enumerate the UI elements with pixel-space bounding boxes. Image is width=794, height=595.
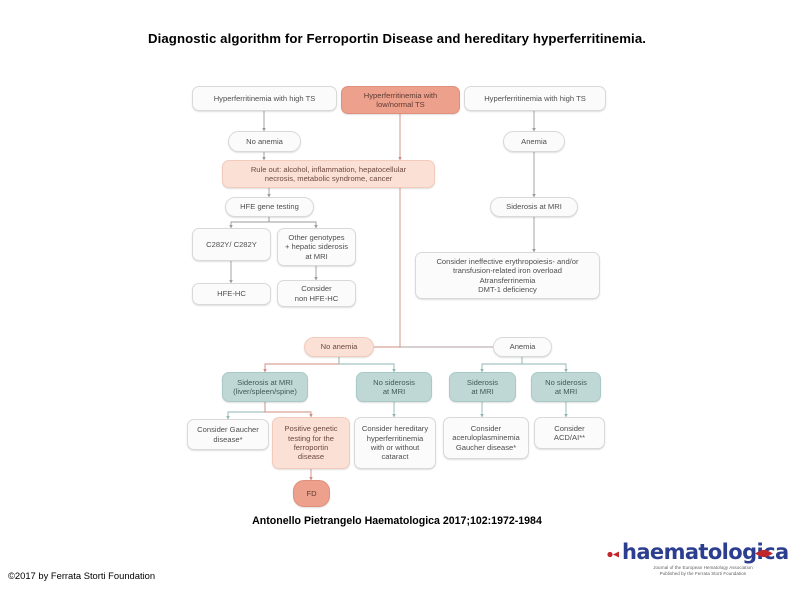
node-anemia-bottom[interactable]: Anemia [493, 337, 552, 357]
node-label: FD [306, 488, 317, 498]
node-other-genotypes-hepatic-siderosis[interactable]: Other genotypes + hepatic siderosis at M… [277, 228, 356, 266]
node-consider-non-hfe-hc[interactable]: Consider non HFE-HC [277, 280, 356, 307]
node-consider-acd-ai[interactable]: Consider ACD/AI** [534, 417, 605, 449]
node-label: No siderosis at MRI [373, 377, 415, 396]
node-label: Anemia [509, 342, 536, 352]
node-label: Consider Gaucher disease* [197, 425, 259, 444]
node-label: C282Y/ C282Y [206, 239, 257, 249]
node-label: Consider aceruloplasminemia Gaucher dise… [452, 423, 520, 452]
node-hfe-hc[interactable]: HFE-HC [192, 283, 271, 305]
node-hfe-gene-testing[interactable]: HFE gene testing [225, 197, 314, 217]
node-label: Hyperferritinemia with high TS [484, 93, 586, 103]
citation-line: Antonello Pietrangelo Haematologica 2017… [252, 515, 542, 527]
node-label: No anemia [320, 342, 358, 352]
node-siderosis-mri-liver-spleen-spine[interactable]: Siderosis at MRI (liver/spleen/spine) [222, 372, 308, 402]
copyright-notice: ©2017 by Ferrata Storti Foundation [8, 570, 156, 581]
node-label: Anemia [521, 136, 547, 146]
node-hyperferritinemia-high-ts-left[interactable]: Hyperferritinemia with high TS [192, 86, 337, 111]
node-hyperferritinemia-low-normal-ts[interactable]: Hyperferritinemia with low/normal TS [341, 86, 460, 114]
node-label: Siderosis at MRI [506, 202, 562, 212]
node-no-anemia-bottom[interactable]: No anemia [304, 337, 374, 357]
node-label: No siderosis at MRI [545, 377, 587, 396]
node-label: HFE-HC [217, 289, 246, 299]
node-label: Consider ACD/AI** [553, 423, 586, 442]
node-c282y-homozygous[interactable]: C282Y/ C282Y [192, 228, 271, 261]
node-siderosis-at-mri-right[interactable]: Siderosis at MRI [490, 197, 578, 217]
logo-tagline-1: Journal of the European Hematology Assoc… [653, 565, 753, 570]
node-label: Other genotypes + hepatic siderosis at M… [284, 232, 349, 261]
node-consider-aceruloplasminemia[interactable]: Consider aceruloplasminemia Gaucher dise… [443, 417, 529, 459]
node-ferroportin-disease[interactable]: FD [293, 480, 330, 507]
node-consider-hereditary-hyperferritinemia[interactable]: Consider hereditary hyperferritinemia wi… [354, 417, 436, 469]
haematologica-logo: haematologica Journal of the European He… [604, 540, 789, 580]
page-title: Diagnostic algorithm for Ferroportin Dis… [147, 31, 647, 46]
node-no-siderosis-at-mri-1[interactable]: No siderosis at MRI [356, 372, 432, 402]
node-consider-gaucher-disease[interactable]: Consider Gaucher disease* [187, 419, 269, 450]
node-rule-out-causes[interactable]: Rule out: alcohol, inflammation, hepatoc… [222, 160, 435, 188]
node-label: Rule out: alcohol, inflammation, hepatoc… [250, 164, 407, 183]
node-label: HFE gene testing [240, 202, 299, 212]
logo-mark-left-icon [607, 551, 619, 558]
node-consider-ineffective-erythropoiesis[interactable]: Consider ineffective erythropoiesis- and… [415, 252, 600, 299]
node-siderosis-at-mri-2[interactable]: Siderosis at MRI [449, 372, 516, 402]
logo-mark-right-icon [755, 549, 773, 558]
node-label: Consider ineffective erythropoiesis- and… [436, 256, 579, 294]
node-label: Consider non HFE-HC [294, 284, 339, 303]
node-no-anemia-top[interactable]: No anemia [228, 131, 301, 152]
node-positive-genetic-testing-ferroportin[interactable]: Positive genetic testing for the ferropo… [272, 417, 350, 469]
node-label: Siderosis at MRI (liver/spleen/spine) [233, 377, 297, 396]
logo-tagline-2: Published by the Ferrata Storti Foundati… [659, 571, 747, 576]
node-label: Hyperferritinemia with low/normal TS [363, 90, 438, 109]
node-label: Consider hereditary hyperferritinemia wi… [361, 424, 429, 462]
node-label: Positive genetic testing for the ferropo… [284, 424, 338, 462]
node-anemia-top[interactable]: Anemia [503, 131, 565, 152]
node-hyperferritinemia-high-ts-right[interactable]: Hyperferritinemia with high TS [464, 86, 606, 111]
node-label: Siderosis at MRI [466, 377, 499, 396]
node-no-siderosis-at-mri-3[interactable]: No siderosis at MRI [531, 372, 601, 402]
node-label: No anemia [246, 136, 283, 146]
node-label: Hyperferritinemia with high TS [213, 93, 316, 103]
